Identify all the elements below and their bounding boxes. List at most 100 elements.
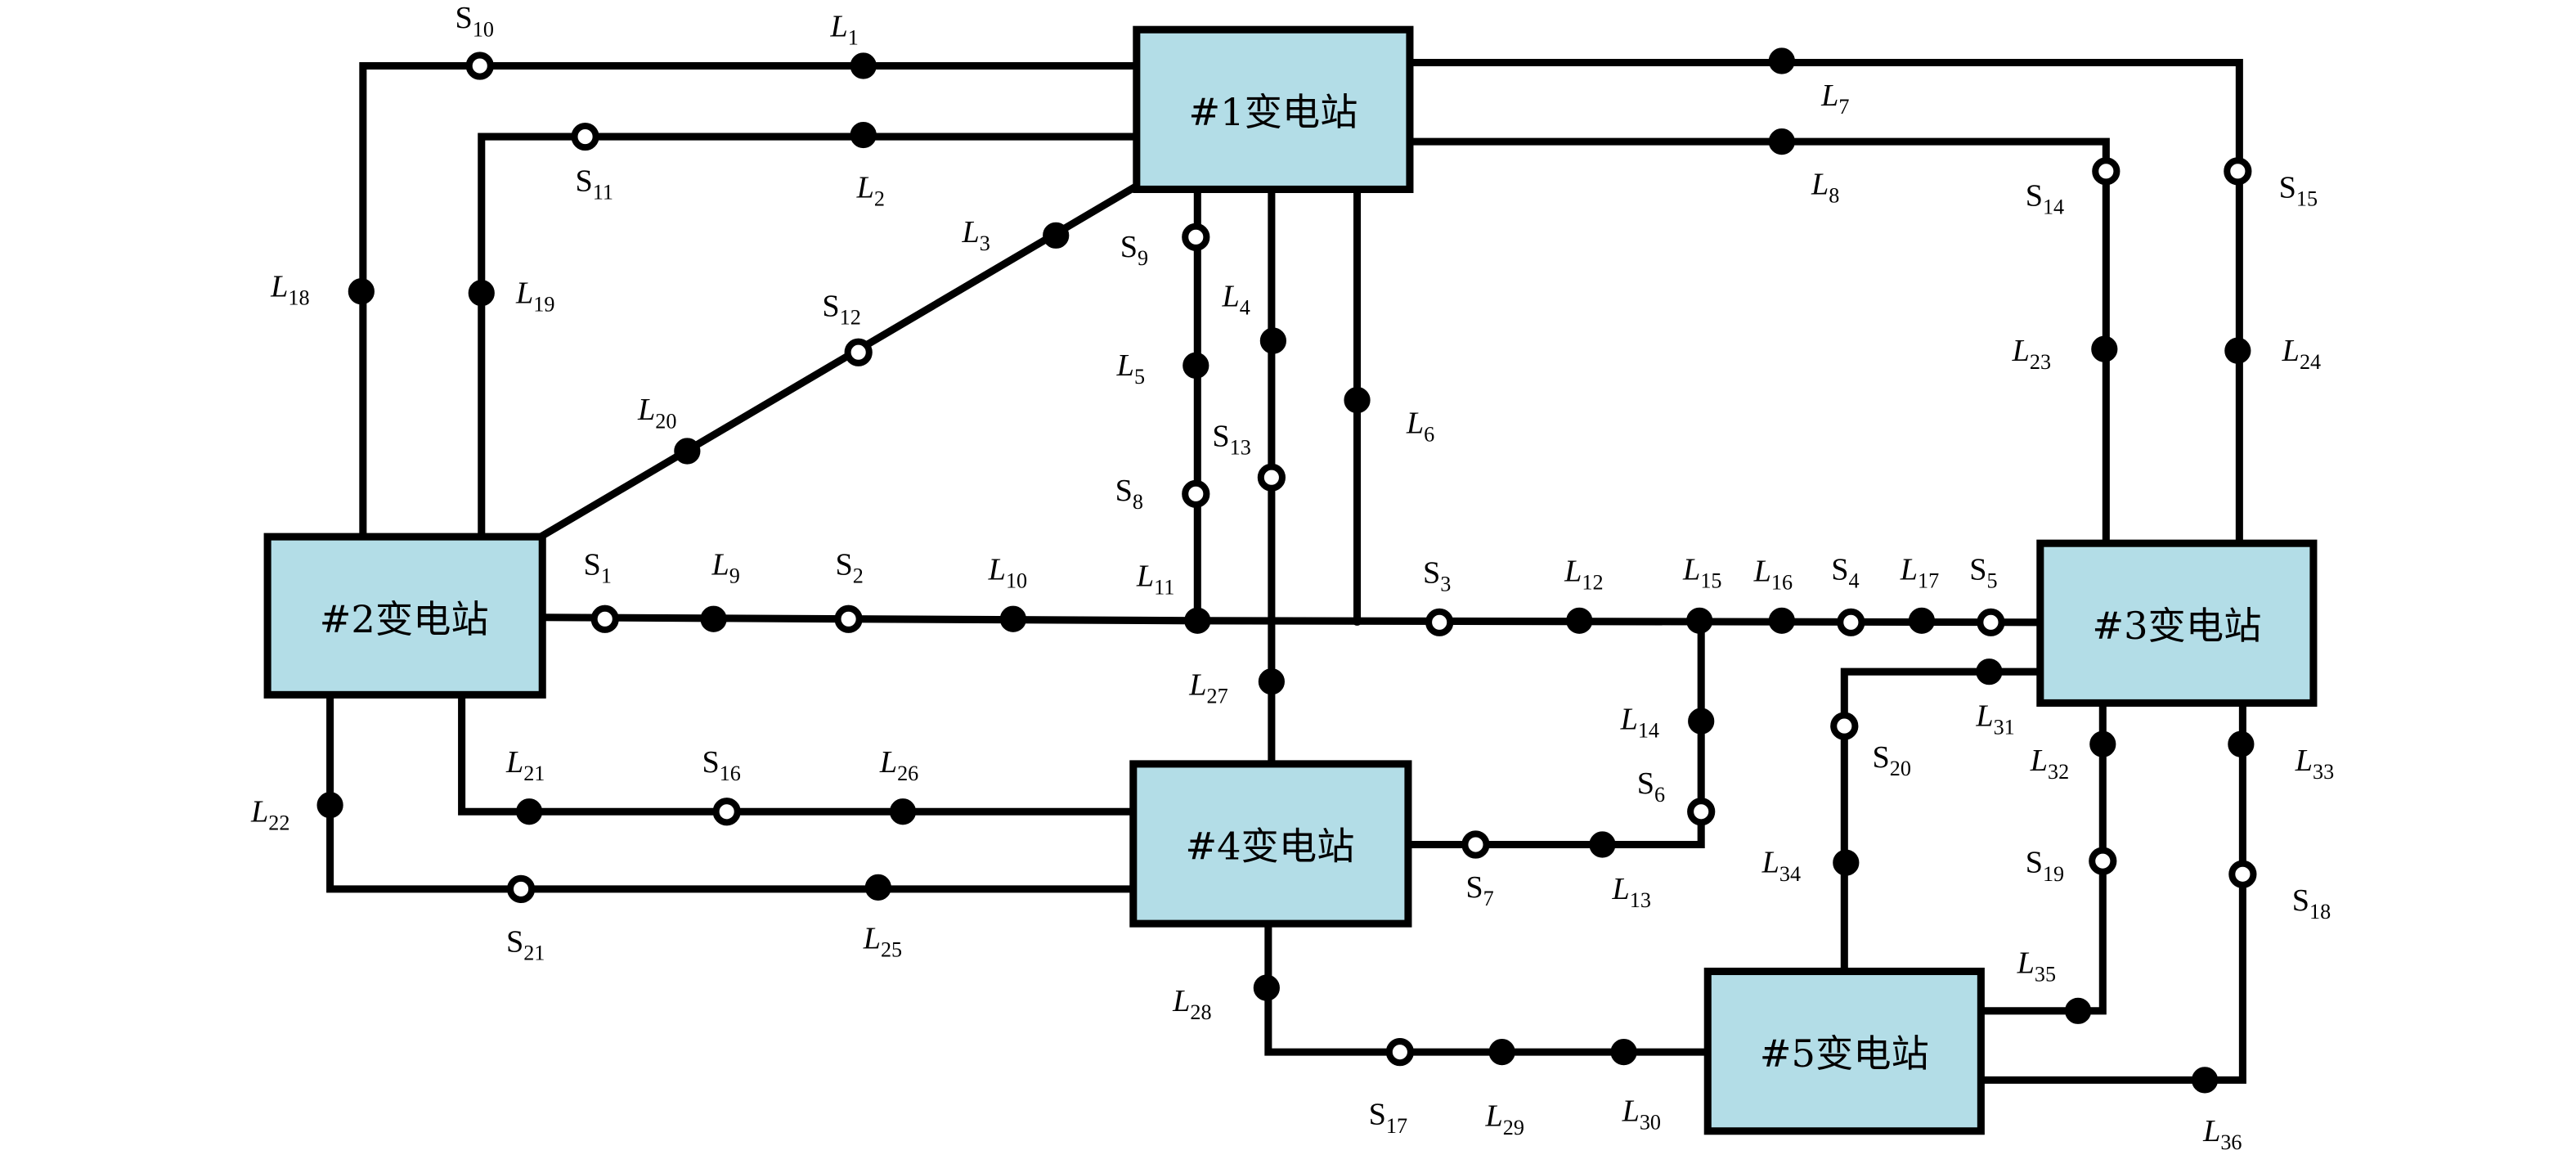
station-2-box xyxy=(263,533,546,699)
station-1-box xyxy=(1133,25,1414,193)
label-S7: S7 xyxy=(1465,870,1493,910)
node-L4 xyxy=(1259,327,1286,354)
label-L35: L35 xyxy=(2017,946,2056,986)
node-L12 xyxy=(1566,607,1593,634)
label-L22: L22 xyxy=(250,794,289,834)
label-S3: S3 xyxy=(1423,556,1451,596)
switch-S5 xyxy=(1977,608,2005,636)
node-L27 xyxy=(1258,668,1285,695)
label-S17: S17 xyxy=(1369,1098,1407,1138)
switch-S2 xyxy=(834,604,863,633)
switch-S20 xyxy=(1830,712,1859,740)
label-S8: S8 xyxy=(1115,474,1143,514)
node-L7 xyxy=(1768,47,1795,74)
station-2-label: #2变电站 xyxy=(320,597,489,641)
switch-S14 xyxy=(2092,157,2120,186)
station-1-text: #1变电站 xyxy=(1188,90,1358,134)
label-S2: S2 xyxy=(835,547,863,587)
node-L10 xyxy=(999,605,1026,632)
label-L33: L33 xyxy=(2295,744,2334,784)
label-L23: L23 xyxy=(2012,334,2051,374)
label-S6: S6 xyxy=(1637,766,1665,807)
node-L24 xyxy=(2224,337,2251,364)
station-4-text: #4变电站 xyxy=(1185,825,1354,869)
switch-S4 xyxy=(1837,608,1865,636)
switch-S11 xyxy=(571,122,599,151)
line-labels: L1 L2 L3 L4 L5 L6 L7 L8 L9 L10 L11 L12 L… xyxy=(250,9,2334,1154)
node-L14 xyxy=(1688,708,1715,735)
label-L7: L7 xyxy=(1820,79,1849,119)
label-L27: L27 xyxy=(1188,667,1227,708)
station-2-text: #2变电站 xyxy=(320,597,489,641)
label-S12: S12 xyxy=(822,289,860,329)
label-L12: L12 xyxy=(1564,554,1603,594)
wire-L7-L24 xyxy=(1409,58,2243,544)
station-1-label: #1变电站 xyxy=(1188,90,1358,134)
label-S18: S18 xyxy=(2292,883,2331,924)
station-3: #3变电站 xyxy=(2036,539,2318,707)
switch-S10 xyxy=(465,52,494,80)
node-L36 xyxy=(2191,1067,2219,1094)
label-S10: S10 xyxy=(456,1,494,41)
label-L4: L4 xyxy=(1221,279,1250,319)
wires xyxy=(326,58,2246,1084)
switch-S3 xyxy=(1425,608,1454,636)
label-S20: S20 xyxy=(1873,740,1911,780)
switch-S6 xyxy=(1687,798,1716,826)
node-L1 xyxy=(850,52,877,79)
station-3-text: #3变电站 xyxy=(2092,604,2261,648)
switch-S1 xyxy=(590,604,619,633)
node-L35 xyxy=(2065,997,2092,1024)
label-L19: L19 xyxy=(515,276,554,316)
label-S4: S4 xyxy=(1831,552,1859,592)
label-L32: L32 xyxy=(2030,744,2069,784)
node-L31 xyxy=(1976,658,2003,685)
label-L24: L24 xyxy=(2282,334,2321,374)
switch-S12 xyxy=(844,338,873,366)
station-4-label: #4变电站 xyxy=(1185,825,1354,869)
node-L33 xyxy=(2228,730,2255,757)
switch-S17 xyxy=(1385,1038,1414,1067)
label-L18: L18 xyxy=(270,269,309,309)
switch-S21 xyxy=(506,874,536,903)
switch-S19 xyxy=(2089,847,2117,875)
wire-L28-L30 xyxy=(1264,924,1708,1056)
station-5: #5变电站 xyxy=(1703,967,1985,1135)
label-S15: S15 xyxy=(2279,171,2318,211)
label-L14: L14 xyxy=(1620,703,1659,743)
node-L3 xyxy=(1043,222,1070,249)
station-1: #1变电站 xyxy=(1133,25,1414,193)
wire-L2-L19 xyxy=(478,133,1137,537)
label-L8: L8 xyxy=(1811,168,1839,208)
node-L13 xyxy=(1589,831,1616,858)
node-L20 xyxy=(674,438,701,465)
label-L21: L21 xyxy=(505,745,545,785)
node-L2 xyxy=(850,121,877,149)
label-L36: L36 xyxy=(2202,1114,2242,1154)
wire-L13-L14 xyxy=(1407,622,1705,849)
label-L16: L16 xyxy=(1753,554,1793,594)
wire-L22-L25 xyxy=(326,694,1133,893)
node-L18 xyxy=(348,278,375,305)
wire-L33-L36 xyxy=(1981,703,2246,1084)
node-L26 xyxy=(889,798,917,825)
label-S11: S11 xyxy=(575,164,613,204)
station-4: #4变电站 xyxy=(1129,760,1412,928)
label-L9: L9 xyxy=(711,547,740,587)
label-L1: L1 xyxy=(829,9,858,49)
wire-L8-L23 xyxy=(1409,137,2110,544)
wire-L1-L18 xyxy=(359,61,1137,537)
label-L31: L31 xyxy=(1975,699,2014,739)
label-S21: S21 xyxy=(506,924,545,964)
station-2: #2变电站 xyxy=(263,533,546,699)
station-3-label: #3变电站 xyxy=(2092,604,2261,648)
station-4-box xyxy=(1129,760,1412,928)
node-L23 xyxy=(2091,335,2118,362)
label-L28: L28 xyxy=(1172,984,1211,1024)
node-L30 xyxy=(1610,1039,1637,1066)
switch-labels: S1 S2 S3 S4 S5 S6 S7 S8 S9 S10 S11 S12 S… xyxy=(456,1,2331,1138)
node-L29 xyxy=(1488,1039,1515,1066)
station-5-text: #5变电站 xyxy=(1760,1031,1929,1076)
label-S16: S16 xyxy=(702,745,740,785)
